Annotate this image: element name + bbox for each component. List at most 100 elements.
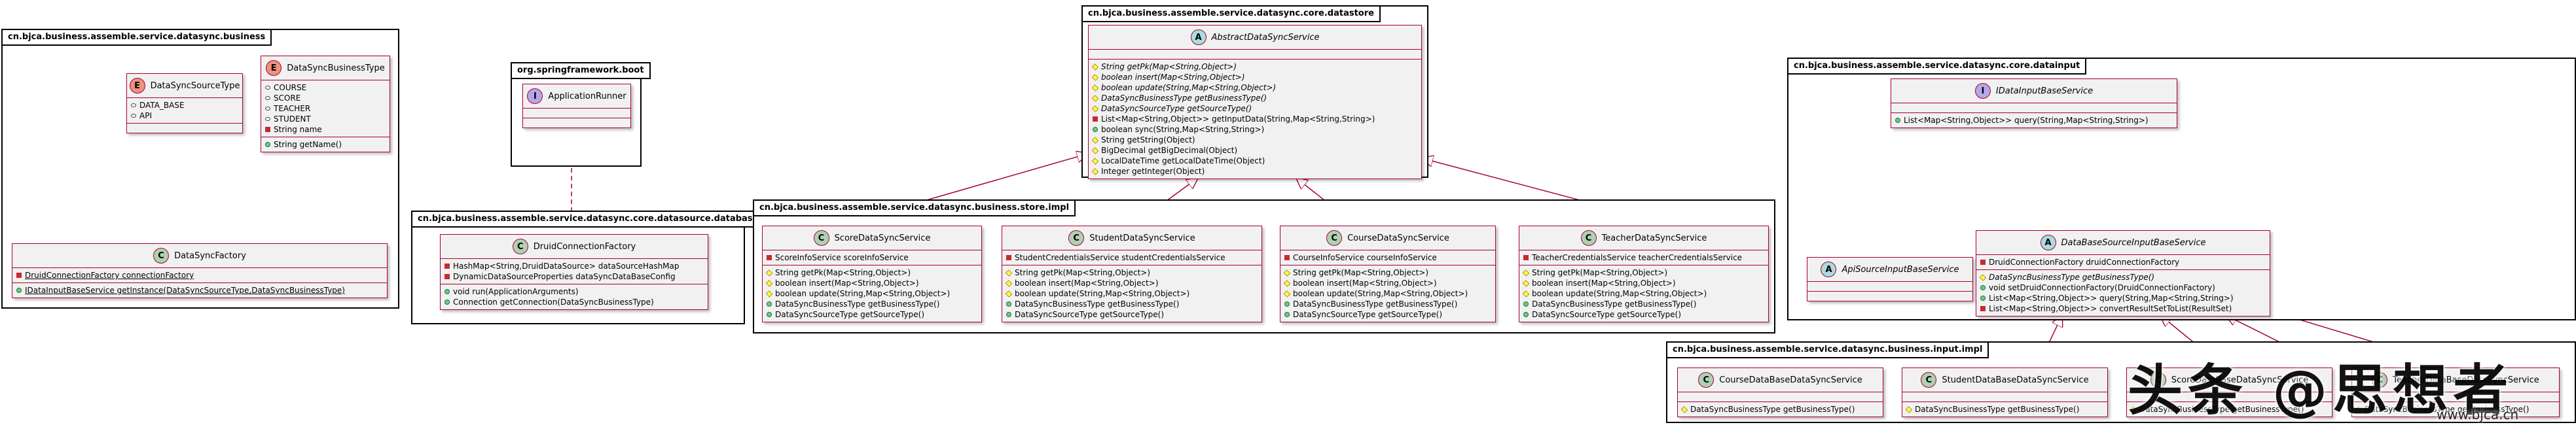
enum-constant-icon: [131, 114, 136, 118]
public-icon: [1284, 301, 1290, 307]
class-name: CourseDataBaseDataSyncService: [1719, 375, 1862, 385]
method: DataSyncBusinessType getBusinessType(): [1915, 405, 2080, 414]
method: boolean insert(Map<String,Object>): [1532, 279, 1676, 288]
private-icon: [444, 264, 450, 269]
interface-badge-icon: I: [1974, 83, 1991, 99]
enum-constant-icon: [265, 107, 270, 111]
public-icon: [1980, 296, 1986, 301]
method: DataSyncBusinessType getBusinessType(): [1101, 94, 1267, 103]
method: String getPk(Map<String,Object>): [1015, 268, 1151, 277]
method: DataSyncBusinessType getBusinessType(): [1293, 299, 1458, 309]
public-icon: [1523, 301, 1529, 307]
protected-icon: [1091, 84, 1099, 92]
method: DataSyncBusinessType getBusinessType(): [2139, 405, 2304, 414]
public-icon: [1523, 312, 1529, 317]
method: DataSyncSourceType getSourceType(): [1015, 310, 1165, 319]
protected-icon: [1091, 94, 1099, 102]
class-name: DruidConnectionFactory: [533, 241, 636, 252]
public-icon: [265, 142, 270, 147]
field: ScoreInfoService scoreInfoService: [775, 253, 909, 262]
method: String getPk(Map<String,Object>): [1101, 62, 1237, 71]
class-badge-icon: C: [2372, 372, 2388, 388]
method: boolean insert(Map<String,Object>): [775, 279, 919, 288]
package-label: cn.bjca.business.assemble.service.datasy…: [1, 29, 272, 46]
method: boolean update(String,Map<String,Object>…: [1101, 83, 1277, 92]
method: List<Map<String,Object>> convertResultSe…: [1989, 304, 2232, 313]
private-icon: [444, 274, 450, 279]
class-name: ApiSourceInputBaseService: [1841, 264, 1959, 275]
method: List<Map<String,Object>> query(String,Ma…: [1989, 294, 2234, 303]
protected-icon: [1091, 157, 1099, 165]
class-name: DataBaseSourceInputBaseService: [2061, 237, 2206, 248]
method: String getPk(Map<String,Object>): [775, 268, 911, 277]
field: DruidConnectionFactory connectionFactory: [25, 271, 194, 280]
method: boolean update(String,Map<String,Object>…: [775, 289, 951, 298]
method: DataSyncSourceType getSourceType(): [1101, 104, 1252, 113]
class-badge-icon: C: [1068, 230, 1085, 246]
public-icon: [444, 289, 450, 294]
protected-icon: [1522, 290, 1530, 298]
protected-icon: [1005, 279, 1013, 287]
field: String name: [274, 125, 322, 134]
package-label: cn.bjca.business.assemble.service.datasy…: [1666, 341, 1989, 358]
package-label: cn.bjca.business.assemble.service.datasy…: [1787, 58, 2087, 75]
method: DataSyncSourceType getSourceType(): [1293, 310, 1443, 319]
package-label: cn.bjca.business.assemble.service.datasy…: [411, 211, 765, 228]
field: API: [139, 111, 152, 120]
protected-icon: [1091, 136, 1099, 144]
method: IDataInputBaseService getInstance(DataSy…: [25, 286, 345, 295]
method: DataSyncBusinessType getBusinessType(): [775, 299, 940, 309]
method: DataSyncBusinessType getBusinessType(): [1690, 405, 1855, 414]
class-name: TeacherDataBaseDataSyncService: [2393, 375, 2539, 385]
private-icon: [1284, 255, 1290, 260]
protected-icon: [1680, 405, 1688, 413]
abstract-badge-icon: A: [1821, 262, 1837, 277]
protected-icon: [1283, 290, 1291, 298]
class-name: DataSyncSourceType: [150, 80, 240, 91]
class-name: AbstractDataSyncService: [1211, 32, 1320, 43]
protected-icon: [1005, 290, 1013, 298]
class-name: ScoreDataBaseDataSyncService: [2171, 375, 2309, 385]
package-label: org.springframework.boot: [511, 62, 651, 79]
class-name: IDataInputBaseService: [1995, 86, 2094, 96]
method: boolean update(String,Map<String,Object>…: [1293, 289, 1468, 298]
method: String getName(): [274, 140, 342, 149]
method: List<Map<String,Object>> query(String,Ma…: [1904, 116, 2149, 125]
method: String getPk(Map<String,Object>): [1293, 268, 1429, 277]
method: LocalDateTime getLocalDateTime(Object): [1101, 156, 1265, 165]
protected-icon: [1522, 279, 1530, 287]
private-icon: [1523, 255, 1529, 260]
protected-icon: [1283, 269, 1291, 277]
public-icon: [1895, 118, 1900, 123]
class-IDataInputBaseService: I IDataInputBaseService List<Map<String,O…: [1891, 78, 2177, 128]
field: TeacherCredentialsService teacherCredent…: [1532, 253, 1743, 262]
protected-icon: [765, 269, 773, 277]
method: DataSyncSourceType getSourceType(): [775, 310, 925, 319]
field: DynamicDataSourceProperties dataSyncData…: [453, 272, 676, 281]
public-icon: [1093, 127, 1098, 132]
public-icon: [1006, 301, 1011, 307]
private-icon: [767, 255, 772, 260]
class-name: DataSyncBusinessType: [287, 63, 385, 73]
class-badge-icon: C: [1698, 372, 1714, 388]
method: DataSyncBusinessType getBusinessType(): [1532, 299, 1697, 309]
method: DataSyncSourceType getSourceType(): [1532, 310, 1682, 319]
method: boolean insert(Map<String,Object>): [1293, 279, 1437, 288]
class-ApiSourceInputBaseService: A ApiSourceInputBaseService: [1807, 257, 1973, 301]
field: COURSE: [274, 83, 307, 92]
method: void setDruidConnectionFactory(DruidConn…: [1989, 283, 2215, 292]
protected-icon: [765, 279, 773, 287]
protected-icon: [1091, 146, 1099, 154]
package-label: cn.bjca.business.assemble.service.datasy…: [753, 199, 1076, 216]
protected-icon: [1005, 269, 1013, 277]
method: DataSyncBusinessType getBusinessType(): [1015, 299, 1180, 309]
